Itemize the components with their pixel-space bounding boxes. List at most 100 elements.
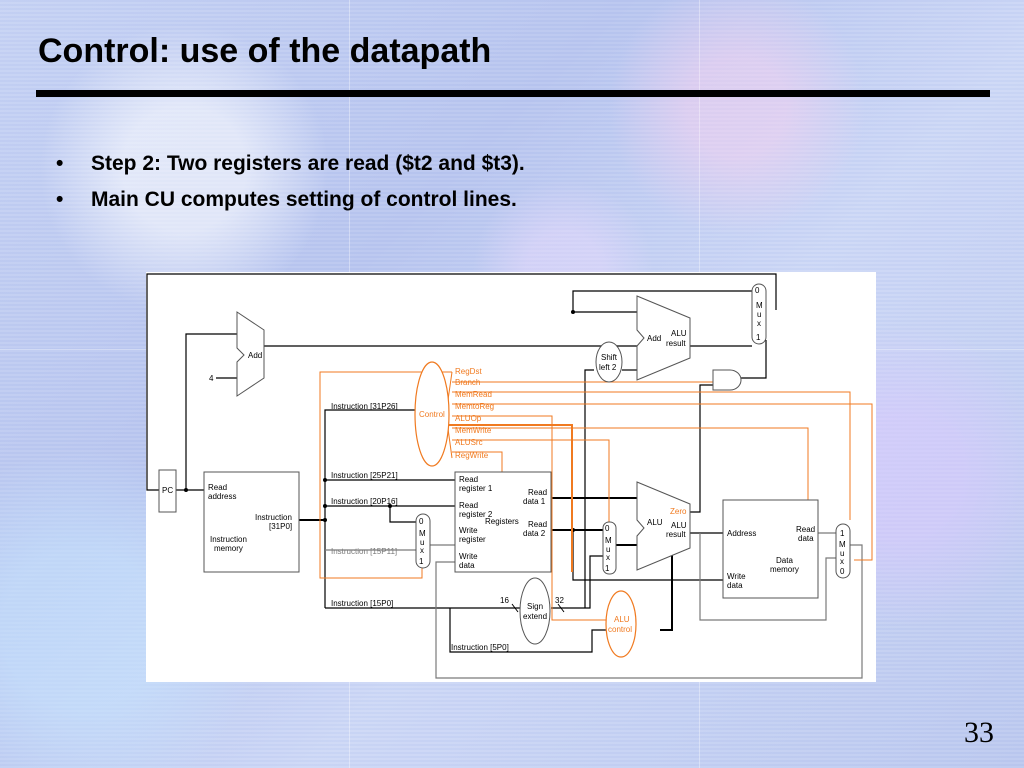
alu-control-unit: ALU control (605, 590, 637, 658)
mux-label: M (756, 301, 763, 310)
control-line-label: MemRead (455, 390, 492, 399)
mux-label: u (606, 545, 610, 554)
mux-label: 0 (605, 524, 610, 533)
reg-name-label: Registers (485, 517, 519, 526)
bullet-text: Main CU computes setting of control line… (91, 188, 517, 211)
page-number: 33 (964, 716, 994, 749)
bullet-item: • Main CU computes setting of control lin… (56, 188, 525, 224)
dm-label: Address (727, 529, 756, 538)
alu-control-label: control (608, 625, 632, 634)
sign-extend-label: Sign (527, 602, 543, 611)
add-label: Add (248, 351, 262, 360)
field-label: Instruction [25P21] (331, 471, 398, 480)
reg-label: Write (459, 552, 478, 561)
alu-zero-label: Zero (670, 507, 687, 516)
reg-label: data 2 (523, 529, 546, 538)
sign-extend-unit: Sign extend 16 32 (500, 577, 564, 645)
mux-label: u (840, 549, 844, 558)
mux-label: x (420, 546, 424, 555)
dm-label: memory (770, 565, 799, 574)
field-label: Instruction [20P16] (331, 497, 398, 506)
mux-label: 0 (755, 286, 760, 295)
instruction-field-labels: Instruction [31P26] Instruction [25P21] … (331, 402, 509, 652)
reg-label: register 1 (459, 484, 493, 493)
im-label: address (208, 492, 236, 501)
branch-and-gate (712, 369, 742, 391)
alu-result-label: ALU (671, 521, 687, 530)
mux-label: M (839, 540, 846, 549)
add-unit-branch: Add ALU result (636, 295, 691, 381)
reg-label: Write (459, 526, 478, 535)
mux-label: 1 (605, 564, 610, 573)
main-alu: ALU Zero ALU result (636, 481, 691, 571)
im-label: Read (208, 483, 227, 492)
shift-label: left 2 (599, 363, 617, 372)
im-label: [31P0] (269, 522, 292, 531)
mux-label: M (605, 536, 612, 545)
slide-title: Control: use of the datapath (38, 32, 492, 70)
mux-label: M (419, 529, 426, 538)
data-memory: Address Read data Data memory Write data (722, 499, 819, 599)
im-label: Instruction (210, 535, 247, 544)
inactive-wires (325, 532, 863, 679)
mux-alusrc: 0 M u x 1 (602, 521, 617, 575)
field-label: Instruction [31P26] (331, 402, 398, 411)
control-line-label: ALUOp (455, 414, 482, 423)
pc-register: PC (158, 469, 177, 513)
field-label: Instruction [5P0] (451, 643, 509, 652)
field-label: Instruction [15P11] (331, 547, 397, 556)
control-line-labels: RegDst Branch MemRead MemtoReg ALUOp Mem… (455, 367, 494, 460)
bullet-marker: • (56, 188, 64, 211)
bullet-item: •Step 2: Two registers are read ($t2 and… (56, 152, 525, 188)
alu-label: ALU (647, 518, 663, 527)
alu-result-label: result (666, 530, 686, 539)
dm-label: data (727, 581, 743, 590)
control-line-label: RegDst (455, 367, 482, 376)
add-branch-result-label: ALU (671, 329, 687, 338)
bit-width-label: 32 (555, 596, 564, 605)
control-line-label: MemWrite (455, 426, 492, 435)
add-branch-result-label: result (666, 339, 686, 348)
mux-pcsrc: 0 M u x 1 (751, 283, 767, 345)
mux-label: u (420, 538, 424, 547)
reg-label: register 2 (459, 510, 493, 519)
field-label: Instruction [15P0] (331, 599, 393, 608)
alu-control-label: ALU (614, 615, 630, 624)
dm-label: Write (727, 572, 746, 581)
mux-regdst: 0 M u x 1 (415, 513, 431, 569)
reg-label: Read (528, 488, 547, 497)
mux-label: x (840, 557, 844, 566)
control-unit: Control (414, 361, 450, 467)
register-file: Read register 1 Read register 2 Write re… (454, 471, 552, 573)
reg-label: data 1 (523, 497, 546, 506)
instruction-memory: Read address Instruction [31P0] Instruct… (203, 471, 300, 573)
mux-label: u (757, 310, 761, 319)
pc-label: PC (162, 486, 173, 495)
control-lines (319, 371, 873, 621)
control-line-label: RegWrite (455, 451, 489, 460)
mux-label: x (757, 319, 761, 328)
mux-label: 1 (756, 333, 761, 342)
dm-label: Read (796, 525, 815, 534)
bullet-marker: • (56, 152, 64, 175)
reg-label: register (459, 535, 486, 544)
control-line-label: Branch (455, 378, 480, 387)
bullet-list: •Step 2: Two registers are read ($t2 and… (56, 152, 525, 224)
add-branch-label: Add (647, 334, 661, 343)
im-label: memory (214, 544, 243, 553)
control-line-label: ALUSrc (455, 438, 483, 447)
reg-label: Read (459, 501, 478, 510)
control-line-label: MemtoReg (455, 402, 494, 411)
dm-label: Data (776, 556, 793, 565)
mux-label: 0 (419, 517, 424, 526)
wires (146, 273, 777, 653)
reg-label: data (459, 561, 475, 570)
bit-width-label: 16 (500, 596, 509, 605)
sign-extend-label: extend (523, 612, 547, 621)
reg-label: Read (459, 475, 478, 484)
shift-label: Shift (601, 353, 618, 362)
mux-memtoreg: 1 M u x 0 (835, 523, 851, 579)
mux-label: 1 (840, 529, 845, 538)
mux-label: x (606, 553, 610, 562)
shift-left-2: Shift left 2 (595, 341, 623, 383)
